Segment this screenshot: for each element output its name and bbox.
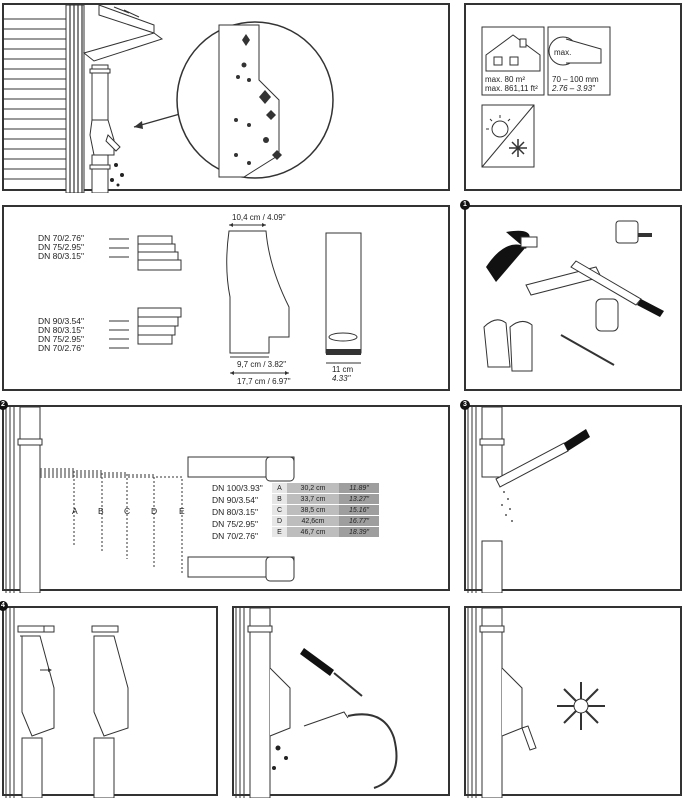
house-downpipe-illustration — [4, 5, 334, 193]
dimensions-drawing — [109, 223, 362, 375]
filing-panel — [464, 405, 682, 593]
step-3-badge: 3 — [460, 400, 470, 410]
measure-letter: C — [272, 504, 287, 516]
cut-dn-3: DN 75/2.95" — [212, 519, 259, 529]
measure-cm: 42,6cm — [287, 515, 339, 527]
step-1-badge: 1 — [460, 200, 470, 210]
cut-letter-d: D — [151, 506, 158, 516]
dn-lower-3: DN 70/2.76" — [38, 343, 85, 353]
cut-letter-c: C — [124, 506, 131, 516]
specs-icons — [481, 26, 611, 168]
measure-letter: E — [272, 526, 287, 538]
measure-inch: 16.77" — [339, 515, 379, 527]
measure-inch: 15.16" — [339, 504, 379, 516]
cut-dn-1: DN 90/3.54" — [212, 495, 259, 505]
mid-width-label: 9,7 cm / 3.82" — [237, 360, 287, 369]
pipe-diameter-mm: 70 – 100 mm — [552, 75, 599, 84]
cut-letter-a: A — [72, 506, 78, 516]
measure-cm: 46,7 cm — [287, 526, 339, 538]
step-2-badge: 2 — [0, 400, 8, 410]
specs-panel: max. 80 m² max. 861,11 ft² max. 70 – 100… — [464, 3, 682, 191]
measure-cm: 30,2 cm — [287, 483, 339, 494]
cut-letter-e: E — [179, 506, 185, 516]
measure-letter: A — [272, 483, 287, 494]
filing-illustration — [467, 407, 590, 593]
measure-inch: 11.89" — [339, 483, 379, 494]
measure-inch: 13.27" — [339, 493, 379, 505]
dn-lower-2: DN 75/2.95" — [38, 334, 85, 344]
cut-measure-panel: A B C D E DN 100/3.93" DN 90/3.54" DN 80… — [2, 405, 450, 593]
tools-panel — [464, 205, 682, 391]
step-4-badge: 4 — [0, 601, 8, 611]
winter-illustration — [467, 608, 605, 798]
dn-upper-1: DN 75/2.95" — [38, 242, 85, 252]
area-sqft: max. 861,11 ft² — [485, 84, 538, 93]
area-sqm: max. 80 m² — [485, 75, 526, 84]
dimensions-panel: DN 70/2.76" DN 75/2.95" DN 80/3.15" DN 9… — [2, 205, 450, 391]
winter-panel — [464, 606, 682, 798]
cut-measure-drawing — [5, 407, 295, 593]
mounting-illustration — [5, 608, 129, 798]
dn-lower-0: DN 90/3.54" — [38, 316, 85, 326]
dn-lower-1: DN 80/3.15" — [38, 325, 85, 335]
measure-cm: 33,7 cm — [287, 493, 339, 505]
overview-panel — [2, 3, 450, 193]
pipe-diameter-inch: 2.76 – 3.93" — [552, 84, 595, 93]
tools-illustration — [483, 220, 664, 372]
top-width-label: 10,4 cm / 4.09" — [232, 213, 286, 222]
dn-upper-2: DN 80/3.15" — [38, 251, 85, 261]
cleaning-illustration — [235, 608, 398, 798]
cut-dn-4: DN 70/2.76" — [212, 531, 259, 541]
measure-letter: B — [272, 493, 287, 505]
dn-upper-0: DN 70/2.76" — [38, 233, 85, 243]
bottom-width-label: 17,7 cm / 6.97" — [237, 377, 291, 386]
mounting-panel — [2, 606, 218, 798]
height-inch-label: 4.33" — [332, 374, 351, 383]
cleaning-panel — [232, 606, 450, 798]
measure-cm: 38,5 cm — [287, 504, 339, 516]
cut-letter-b: B — [98, 506, 104, 516]
cut-dn-2: DN 80/3.15" — [212, 507, 259, 517]
measure-letter: D — [272, 515, 287, 527]
cut-dn-0: DN 100/3.93" — [212, 483, 263, 493]
measure-inch: 18.39" — [339, 526, 379, 538]
height-cm-label: 11 cm — [332, 365, 354, 374]
pipe-max-badge: max. — [554, 48, 572, 57]
